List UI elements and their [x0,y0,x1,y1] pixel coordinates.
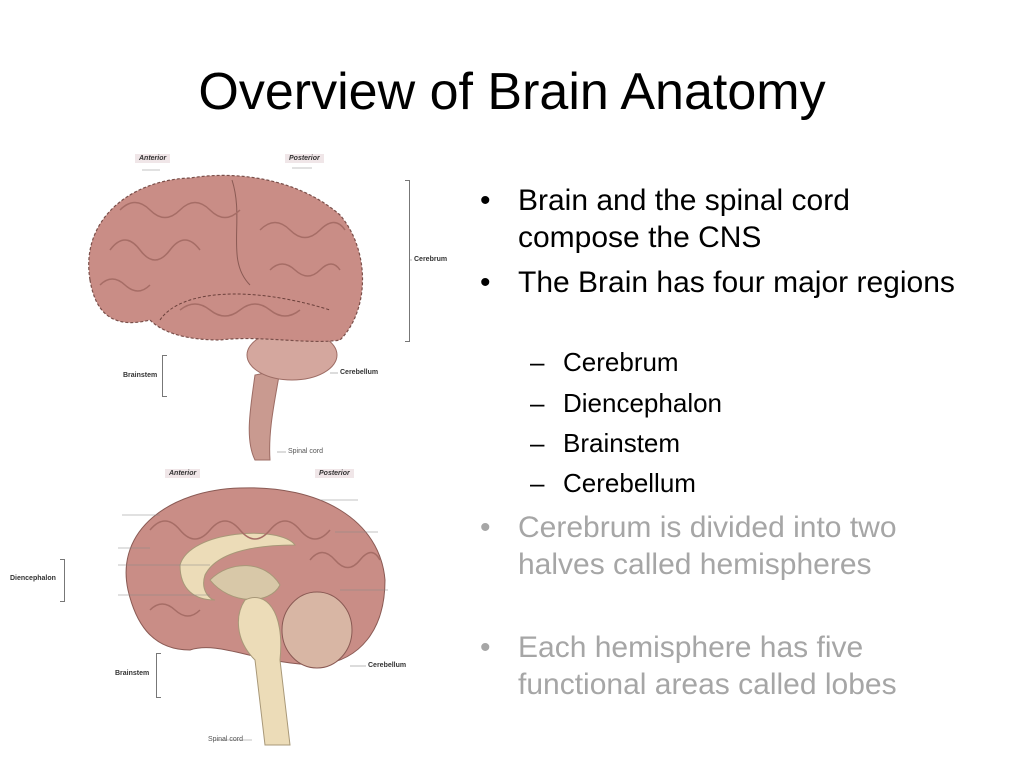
cerebellum-label-top: Cerebellum [340,369,379,376]
corpus-callosum-shape [179,532,297,601]
sub-bullet-item: – Cerebrum [530,347,679,378]
brainstem-label-bottom: Brainstem [115,670,150,677]
sagittal-cerebellum-shape [281,591,353,669]
cerebrum-shape [88,174,363,343]
sub-bullet-text: Cerebellum [563,468,696,498]
cerebrum-bracket [405,180,410,342]
sub-bullet-text: Brainstem [563,428,681,458]
brainstem-shape [237,597,291,746]
cerebrum-label: Cerebrum [414,256,448,263]
anterior-label-top: Anterior [135,154,171,163]
slide-title: Overview of Brain Anatomy [198,63,826,121]
cerebellum-label-bottom: Cerebellum [368,662,407,669]
spinal-cord-shape [248,369,281,461]
sub-bullet-item: – Diencephalon [530,388,722,419]
dash-icon: – [530,388,545,418]
anterior-label-bottom: Anterior [165,469,201,478]
spinal-cord-label-bottom: Spinal cord [208,736,244,743]
bullet-icon: • [480,184,491,217]
sub-bullet-item: – Brainstem [530,428,680,459]
bullet-text: Cerebrum is divided into two halves call… [518,511,897,581]
bullet-text: Brain and the spinal cord compose the CN… [518,184,850,254]
brainstem-bracket-bottom [156,653,161,698]
posterior-label-bottom: Posterior [315,469,354,478]
sub-bullet-text: Diencephalon [563,388,723,418]
brainstem-label-top: Brainstem [123,372,158,379]
posterior-label-top: Posterior [285,154,324,163]
sagittal-brain-diagram [118,487,388,746]
dash-icon: – [530,468,545,498]
dash-icon: – [530,428,545,458]
dash-icon: – [530,347,545,377]
lateral-brain-diagram [88,167,412,461]
bullet-icon: • [480,266,491,299]
brain-illustrations [88,167,412,746]
bullet-icon: • [480,511,491,544]
spinal-cord-label-top: Spinal cord [288,448,324,455]
bullet-icon: • [480,631,491,664]
sub-bullet-text: Cerebrum [563,347,679,377]
diencephalon-bracket [60,559,65,602]
brainstem-bracket-top [162,355,167,397]
diencephalon-label: Diencephalon [10,575,56,582]
bullet-text: Each hemisphere has five functional area… [518,631,897,701]
sub-bullet-item: – Cerebellum [530,468,696,499]
bullet-text: The Brain has four major regions [518,266,955,299]
